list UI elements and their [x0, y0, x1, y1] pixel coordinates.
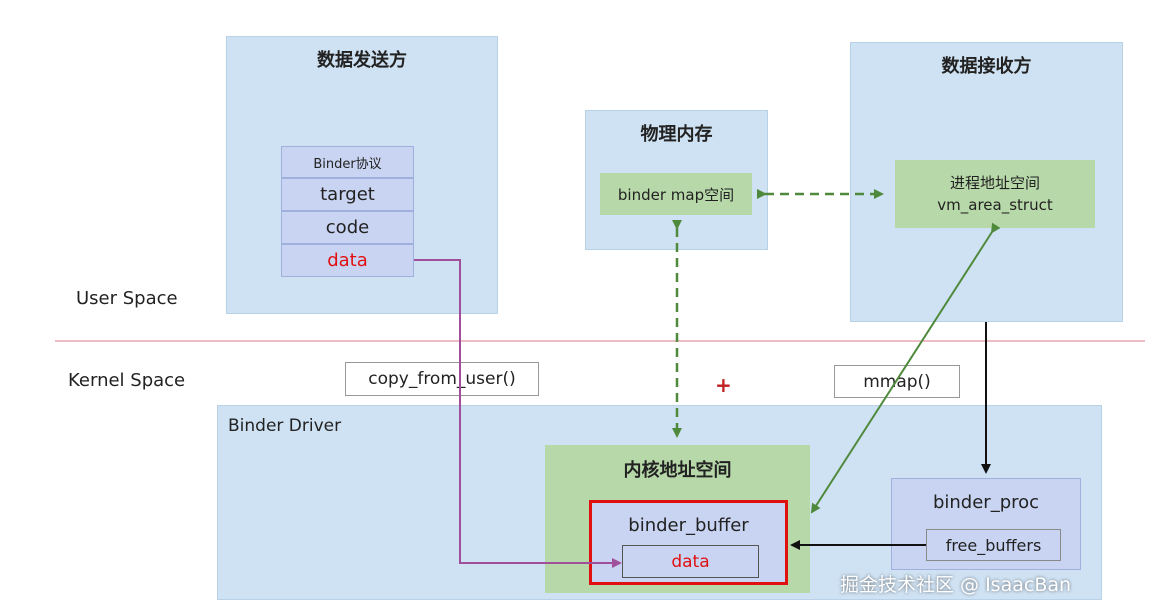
process-address-space-line2: vm_area_struct	[937, 196, 1053, 214]
copy-from-user-label: copy_from_user()	[345, 362, 539, 396]
kernel-space-label: Kernel Space	[68, 370, 186, 391]
plus-marker: +	[715, 373, 732, 397]
sender-title: 数据发送方	[317, 50, 407, 71]
watermark: 掘金技术社区 @ IsaacBan	[840, 574, 1072, 596]
binder-map-space: binder map空间	[600, 173, 752, 215]
binder-buffer-data: data	[622, 545, 759, 578]
binder-driver-title: Binder Driver	[228, 416, 342, 436]
protocol-row-data: data	[281, 244, 414, 277]
protocol-header: Binder协议	[281, 146, 414, 178]
binder-buffer-label: binder_buffer	[628, 515, 749, 536]
receiver-title: 数据接收方	[941, 56, 1032, 77]
mmap-link	[810, 222, 1001, 514]
kernel-address-space-title: 内核地址空间	[623, 460, 732, 481]
protocol-row-code: code	[281, 211, 414, 244]
free-buffers: free_buffers	[926, 529, 1061, 561]
process-address-space-line1: 进程地址空间	[949, 174, 1040, 192]
physical-memory-title: 物理内存	[640, 124, 713, 145]
protocol-row-target: target	[281, 178, 414, 211]
user-space-label: User Space	[76, 288, 178, 309]
process-address-space	[895, 160, 1095, 228]
copy-arrow	[414, 259, 622, 568]
